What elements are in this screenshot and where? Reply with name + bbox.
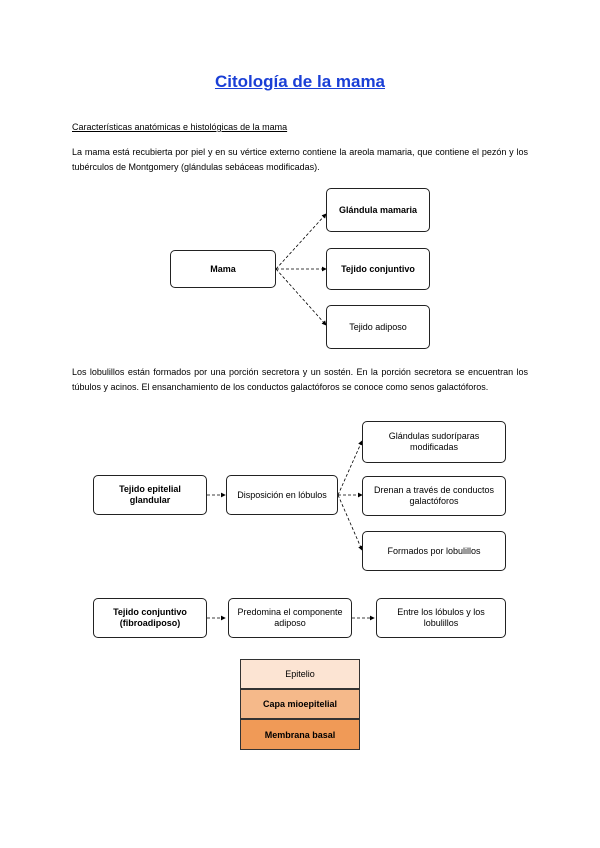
section-subtitle: Características anatómicas e histológica… [72, 122, 288, 132]
box-tejido-epitelial: Tejido epitelial glandular [93, 475, 207, 515]
intro-paragraph: La mama está recubierta por piel y en su… [72, 147, 528, 172]
layer-capa-mioepitelial: Capa mioepitelial [240, 689, 360, 719]
connector-mama-adiposo [275, 268, 327, 326]
box-mama: Mama [170, 250, 276, 288]
connector-disposicion-glandulas [337, 440, 363, 496]
box-formados-lobulillos: Formados por lobulillos [362, 531, 506, 571]
box-drenan-conductos: Drenan a través de conductos galactóforo… [362, 476, 506, 516]
box-glandula-mamaria: Glándula mamaria [326, 188, 430, 232]
layer-membrana-basal: Membrana basal [240, 719, 360, 750]
connector-disposicion-formados [337, 494, 363, 551]
box-tejido-conjuntivo: Tejido conjuntivo [326, 248, 430, 290]
box-tejido-adiposo: Tejido adiposo [326, 305, 430, 349]
connector-mama-glandula [275, 213, 327, 270]
lobulillos-paragraph: Los lobulillos están formados por una po… [72, 367, 528, 392]
box-tejido-conjuntivo-fibroadiposo: Tejido conjuntivo (fibroadiposo) [93, 598, 207, 638]
box-predomina-adiposo: Predomina el componente adiposo [228, 598, 352, 638]
box-disposicion-lobulos: Disposición en lóbulos [226, 475, 338, 515]
box-glandulas-sudoriparas: Glándulas sudoríparas modificadas [362, 421, 506, 463]
page-title: Citología de la mama [214, 72, 386, 91]
layer-epitelio: Epitelio [240, 659, 360, 689]
box-entre-lobulos: Entre los lóbulos y los lobulillos [376, 598, 506, 638]
